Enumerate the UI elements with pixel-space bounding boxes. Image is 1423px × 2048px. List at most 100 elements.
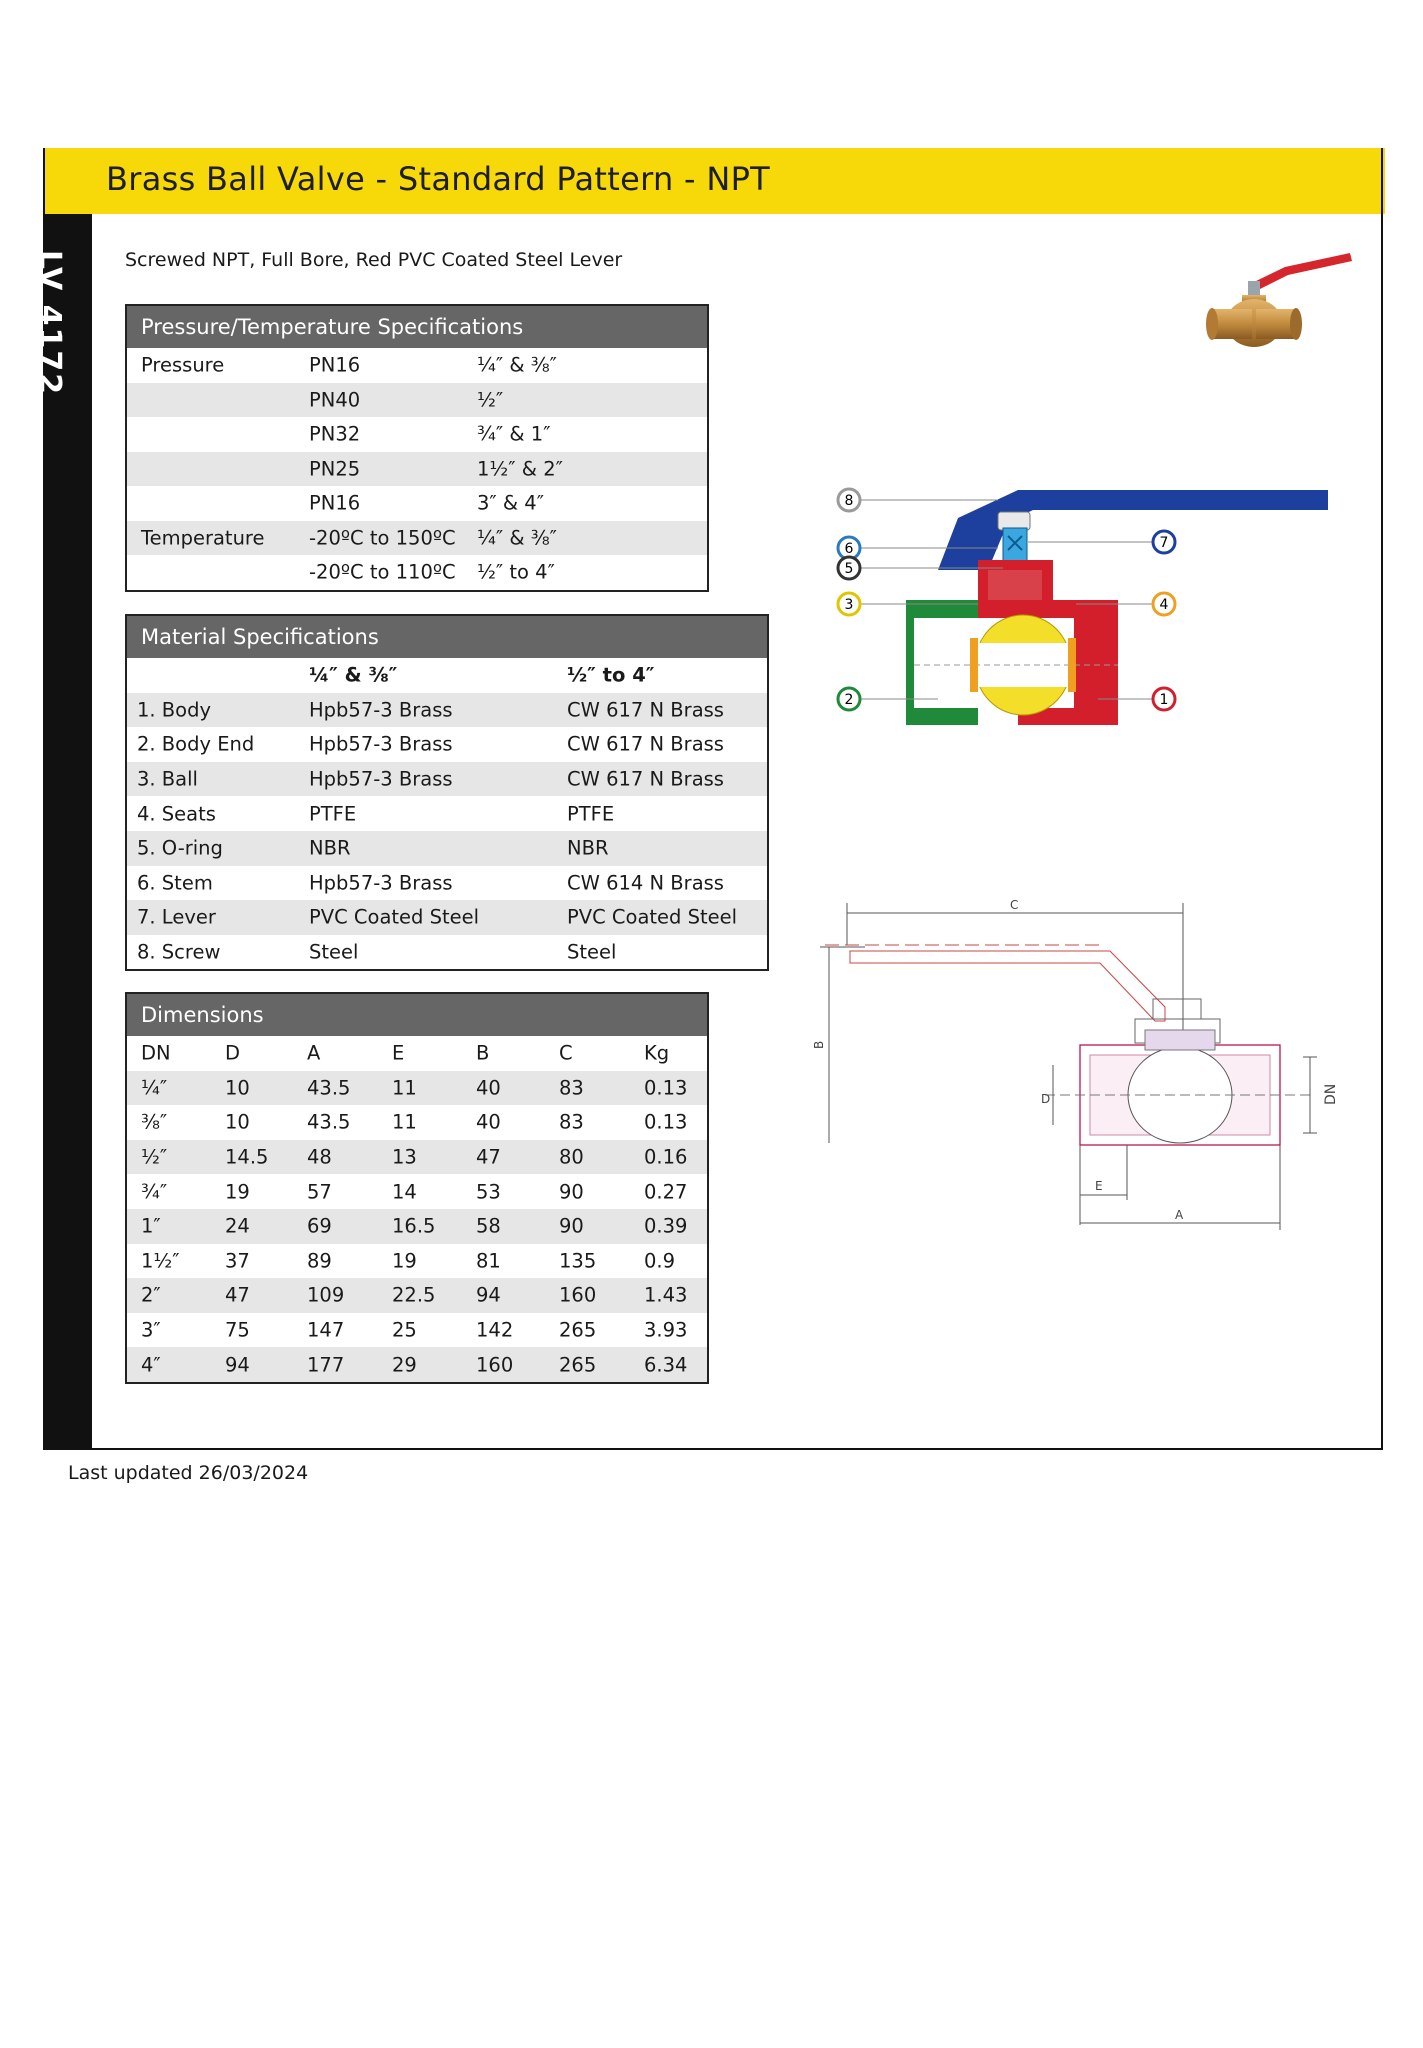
cell-a: 43.5: [307, 1110, 351, 1134]
row-size: ¼″ & ⅜″: [477, 526, 557, 550]
product-code: LV 4172: [32, 250, 67, 397]
part-name: 4. Seats: [137, 802, 216, 826]
cell-c: 265: [559, 1318, 597, 1342]
cell-d: 75: [225, 1318, 250, 1342]
cell-b: 40: [476, 1110, 501, 1134]
row-label: Temperature: [141, 526, 265, 550]
cell-b: 40: [476, 1076, 501, 1100]
table-row: 2. Body End Hpb57-3 Brass CW 617 N Brass: [127, 727, 767, 762]
cell-d: 10: [225, 1076, 250, 1100]
cell-b: 47: [476, 1145, 501, 1169]
cell-a: 109: [307, 1283, 345, 1307]
cell-kg: 0.27: [644, 1180, 688, 1204]
cell-b: 58: [476, 1214, 501, 1238]
cell-d: 14.5: [225, 1145, 269, 1169]
cell-e: 13: [392, 1145, 417, 1169]
cell-a: 57: [307, 1180, 332, 1204]
table-row: 3″ 75 147 25 142 265 3.93: [127, 1313, 707, 1348]
cell-c: 90: [559, 1214, 584, 1238]
material-large: Steel: [567, 940, 617, 964]
callout-1: 1: [1151, 686, 1177, 712]
table-row: 8. Screw Steel Steel: [127, 935, 767, 970]
cell-kg: 0.39: [644, 1214, 688, 1238]
cell-a: 89: [307, 1249, 332, 1273]
table-row: PN32 ¾″ & 1″: [127, 417, 707, 452]
col-c: C: [559, 1041, 573, 1065]
cell-a: 177: [307, 1353, 345, 1377]
cell-e: 11: [392, 1076, 417, 1100]
row-rating: PN16: [309, 491, 361, 515]
callout-4: 4: [1151, 591, 1177, 617]
dimensions-table: Dimensions DN D A E B C Kg ¼″ 10 43.5 11…: [125, 992, 709, 1384]
table-row: ½″ 14.5 48 13 47 80 0.16: [127, 1139, 707, 1175]
part-name: 3. Ball: [137, 767, 198, 791]
table-row: Temperature -20ºC to 150ºC ¼″ & ⅜″: [127, 520, 707, 555]
table-row: 1″ 24 69 16.5 58 90 0.39: [127, 1208, 707, 1244]
cell-c: 83: [559, 1110, 584, 1134]
col-d: D: [225, 1041, 241, 1065]
row-size: 3″ & 4″: [477, 491, 544, 515]
table-row: ¾″ 19 57 14 53 90 0.27: [127, 1174, 707, 1209]
row-rating: PN25: [309, 457, 361, 481]
cell-kg: 0.13: [644, 1076, 688, 1100]
cell-d: 94: [225, 1353, 250, 1377]
table-row: PN25 1½″ & 2″: [127, 451, 707, 486]
material-small: PVC Coated Steel: [309, 905, 480, 929]
table-row: 1. Body Hpb57-3 Brass CW 617 N Brass: [127, 692, 767, 728]
row-size: ¼″ & ⅜″: [477, 353, 557, 377]
cell-a: 69: [307, 1214, 332, 1238]
cell-b: 81: [476, 1249, 501, 1273]
material-large: CW 617 N Brass: [567, 698, 724, 722]
valve-photo: [1206, 253, 1352, 347]
cell-e: 11: [392, 1110, 417, 1134]
cell-d: 47: [225, 1283, 250, 1307]
cell-kg: 0.13: [644, 1110, 688, 1134]
row-rating: PN40: [309, 388, 361, 412]
material-small: NBR: [309, 836, 351, 860]
table-row: 4. Seats PTFE PTFE: [127, 796, 767, 831]
material-large: NBR: [567, 836, 609, 860]
cell-kg: 0.9: [644, 1249, 676, 1273]
cell-c: 80: [559, 1145, 584, 1169]
pressure-temperature-table: Pressure/Temperature Specifications Pres…: [125, 304, 709, 592]
col-kg: Kg: [644, 1041, 670, 1065]
col-a: A: [307, 1041, 321, 1065]
table-title: Pressure/Temperature Specifications: [127, 306, 707, 348]
title-banner: [43, 148, 1385, 214]
callout-7: 7: [1151, 529, 1177, 555]
cell-d: 37: [225, 1249, 250, 1273]
table-row: 1½″ 37 89 19 81 135 0.9: [127, 1244, 707, 1279]
svg-text:2: 2: [845, 692, 854, 708]
table-row: 5. O-ring NBR NBR: [127, 830, 767, 866]
table-row: Pressure PN16 ¼″ & ⅜″: [127, 348, 707, 383]
table-row: 6. Stem Hpb57-3 Brass CW 614 N Brass: [127, 866, 767, 901]
part-name: 6. Stem: [137, 871, 213, 895]
material-small: PTFE: [309, 802, 357, 826]
dim-label-c: C: [1010, 898, 1018, 912]
cell-b: 142: [476, 1318, 514, 1342]
part-name: 7. Lever: [137, 905, 216, 929]
material-large: CW 617 N Brass: [567, 732, 724, 756]
callout-8: 8: [836, 487, 862, 513]
table-header-row: DN D A E B C Kg: [127, 1036, 707, 1071]
dim-label-dn: DN: [1323, 1084, 1339, 1105]
cell-e: 16.5: [392, 1214, 436, 1238]
table-title: Dimensions: [127, 994, 707, 1036]
page-title: Brass Ball Valve - Standard Pattern - NP…: [106, 160, 771, 198]
cell-a: 43.5: [307, 1076, 351, 1100]
material-large: PTFE: [567, 802, 615, 826]
material-small: Hpb57-3 Brass: [309, 871, 453, 895]
cell-e: 22.5: [392, 1283, 436, 1307]
cell-dn: ¾″: [141, 1180, 168, 1204]
cell-dn: 4″: [141, 1353, 161, 1377]
cell-dn: ⅜″: [141, 1110, 168, 1134]
cell-dn: ½″: [141, 1145, 168, 1169]
part-name: 8. Screw: [137, 940, 221, 964]
cell-c: 160: [559, 1283, 597, 1307]
cell-c: 135: [559, 1249, 597, 1273]
material-large: CW 614 N Brass: [567, 871, 724, 895]
product-subtitle: Screwed NPT, Full Bore, Red PVC Coated S…: [125, 249, 623, 271]
col-small: ¼″ & ⅜″: [309, 663, 398, 687]
cell-c: 83: [559, 1076, 584, 1100]
row-label: Pressure: [141, 353, 225, 377]
